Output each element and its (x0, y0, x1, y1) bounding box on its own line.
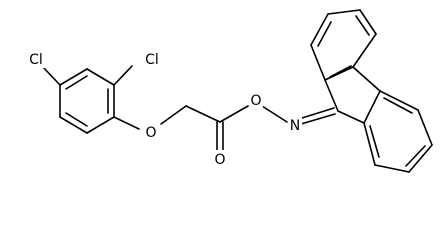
fluorene-system (310, 9, 433, 173)
bond (59, 116, 88, 134)
bond (363, 122, 376, 166)
double-bond-inner (369, 125, 380, 158)
bond (417, 109, 433, 146)
chemical-structure-diagram: Cl Cl O O O N (26, 9, 433, 173)
double-bond-inner (355, 15, 370, 36)
bond (219, 105, 249, 123)
bond (41, 65, 61, 86)
bond (261, 105, 288, 123)
bond (379, 90, 419, 111)
bond (185, 105, 221, 123)
oxime-double-bond (300, 113, 336, 125)
bond (86, 68, 115, 86)
bond (352, 66, 381, 92)
oxime-double-bond (301, 107, 335, 119)
bond (408, 144, 433, 173)
bond (113, 65, 133, 86)
bond (160, 105, 187, 125)
bond (363, 90, 381, 124)
chlorine-atom-label: Cl (29, 52, 43, 68)
bond (324, 79, 339, 112)
atom-label-cl-left: Cl (26, 52, 48, 68)
ether-oxygen-label: O (145, 125, 156, 141)
bond (327, 9, 361, 15)
double-bond-inner (65, 75, 88, 90)
bond (113, 116, 140, 130)
atom-label-o-ether: O (144, 124, 158, 141)
atom-label-cl-right: Cl (141, 52, 163, 68)
double-bond-inner (329, 65, 352, 78)
oxime-nitrogen-label: N (290, 118, 300, 134)
bond (352, 33, 377, 68)
oxime-oxygen-label: O (250, 93, 261, 109)
dichlorophenyl-ring (59, 68, 115, 134)
double-bond-inner (405, 145, 426, 167)
carbonyl-oxygen-label: O (214, 152, 225, 168)
atom-label-n-oxime: N (288, 117, 302, 134)
double-bond-inner (383, 97, 413, 114)
bond (310, 13, 329, 46)
bond (337, 110, 365, 124)
bond (324, 66, 354, 81)
bond (374, 164, 410, 173)
double-bond-inner (317, 21, 332, 47)
bond (86, 116, 115, 134)
double-bond-inner (65, 112, 88, 127)
bond (310, 44, 326, 81)
chlorine-atom-label: Cl (145, 52, 159, 68)
bond (359, 9, 377, 35)
bond (59, 68, 88, 86)
atom-label-o-oxime: O (249, 93, 263, 109)
atom-label-o-carbonyl: O (213, 150, 227, 168)
